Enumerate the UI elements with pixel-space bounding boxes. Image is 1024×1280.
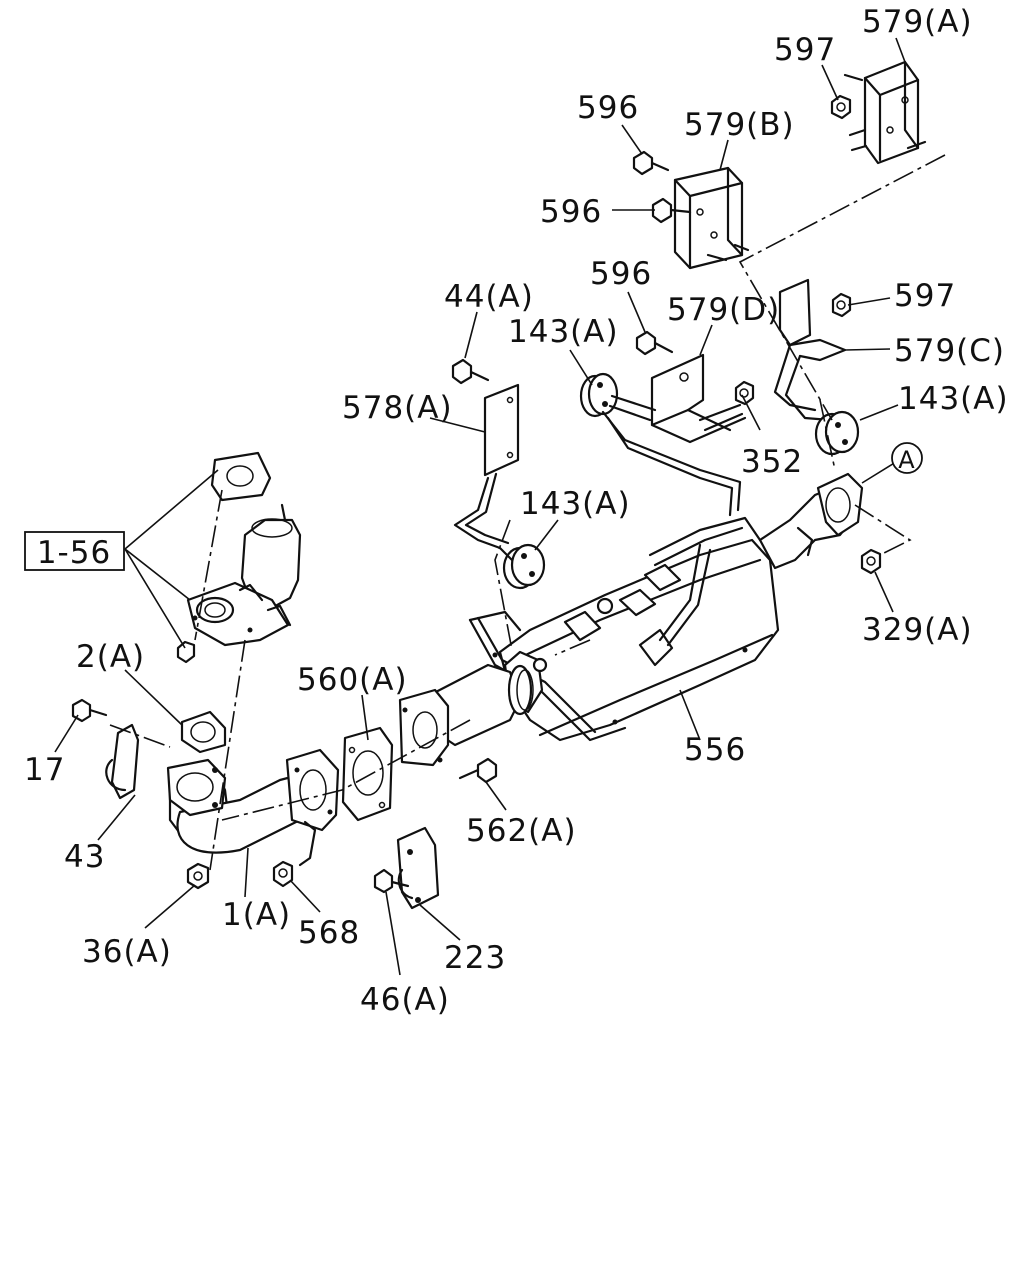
nut-352: [734, 380, 755, 406]
nut-36a: [186, 862, 210, 890]
bolt-44a: [451, 358, 490, 385]
bolt-596-a: [632, 150, 670, 176]
reference-circle-a: A: [891, 442, 923, 474]
nut-597-mid: [831, 292, 852, 318]
nut-329a: [860, 548, 882, 575]
label-579b: 579(B): [684, 107, 795, 143]
label-596-c: 596: [590, 256, 652, 292]
dpf-556: [468, 472, 864, 742]
nut-small-manifold: [176, 640, 196, 664]
bracket-579c: [773, 278, 847, 422]
rubber-hanger-143a-top-left: [579, 372, 657, 422]
bracket-579b: [673, 166, 750, 270]
label-560a: 560(A): [297, 662, 408, 698]
front-pipe-1a: [166, 748, 340, 867]
label-597-mid: 597: [894, 278, 956, 314]
label-223: 223: [444, 940, 506, 976]
rubber-hanger-143a-center: [502, 543, 546, 590]
label-17: 17: [24, 752, 65, 788]
label-329a: 329(A): [862, 612, 973, 648]
turbo-manifold: [186, 451, 302, 647]
label-143a-b: 143(A): [898, 381, 1009, 417]
label-352: 352: [741, 444, 803, 480]
label-579a-top: 579(A): [862, 4, 973, 40]
label-46a: 46(A): [360, 982, 450, 1018]
bolt-596-c: [635, 330, 674, 356]
bolt-17: [71, 698, 108, 723]
clamp-43: [105, 723, 140, 800]
label-143a-c: 143(A): [520, 486, 631, 522]
label-circle-a: A: [898, 446, 915, 474]
label-596-b: 596: [540, 194, 602, 230]
nut-597-top: [830, 94, 852, 120]
leader-lines: [54, 37, 906, 976]
label-579c: 579(C): [894, 333, 1005, 369]
label-1-56: 1-56: [37, 535, 111, 571]
label-562a: 562(A): [466, 813, 577, 849]
callout-labels: 579(A) 597 596 579(B) 596 596 579(D) 597…: [24, 4, 1009, 1018]
label-2a: 2(A): [76, 639, 145, 675]
gasket-560a: [341, 726, 394, 822]
gasket-2a: [180, 710, 227, 754]
bracket-579d: [650, 353, 747, 444]
bracket-579a: [843, 60, 927, 165]
label-1a: 1(A): [222, 897, 291, 933]
label-143a-a: 143(A): [508, 314, 619, 350]
bracket-223: [396, 826, 440, 910]
label-568: 568: [298, 915, 360, 951]
alignment-lines: [109, 154, 946, 871]
reference-box-1-56: 1-56: [24, 531, 125, 571]
label-579d: 579(D): [667, 292, 780, 328]
label-44a: 44(A): [444, 279, 534, 315]
label-597-top: 597: [774, 32, 836, 68]
label-578a: 578(A): [342, 390, 453, 426]
nut-568: [272, 860, 294, 888]
label-596-a: 596: [577, 90, 639, 126]
rubber-hanger-143a-right: [814, 410, 860, 456]
bolt-46a: [373, 868, 410, 894]
label-43: 43: [64, 839, 105, 875]
bolt-596-b: [651, 197, 692, 224]
bracket-578a: [453, 383, 520, 562]
label-556: 556: [684, 732, 746, 768]
flex-pipe: [398, 663, 534, 767]
bolt-562a: [458, 757, 498, 784]
label-36a: 36(A): [82, 934, 172, 970]
